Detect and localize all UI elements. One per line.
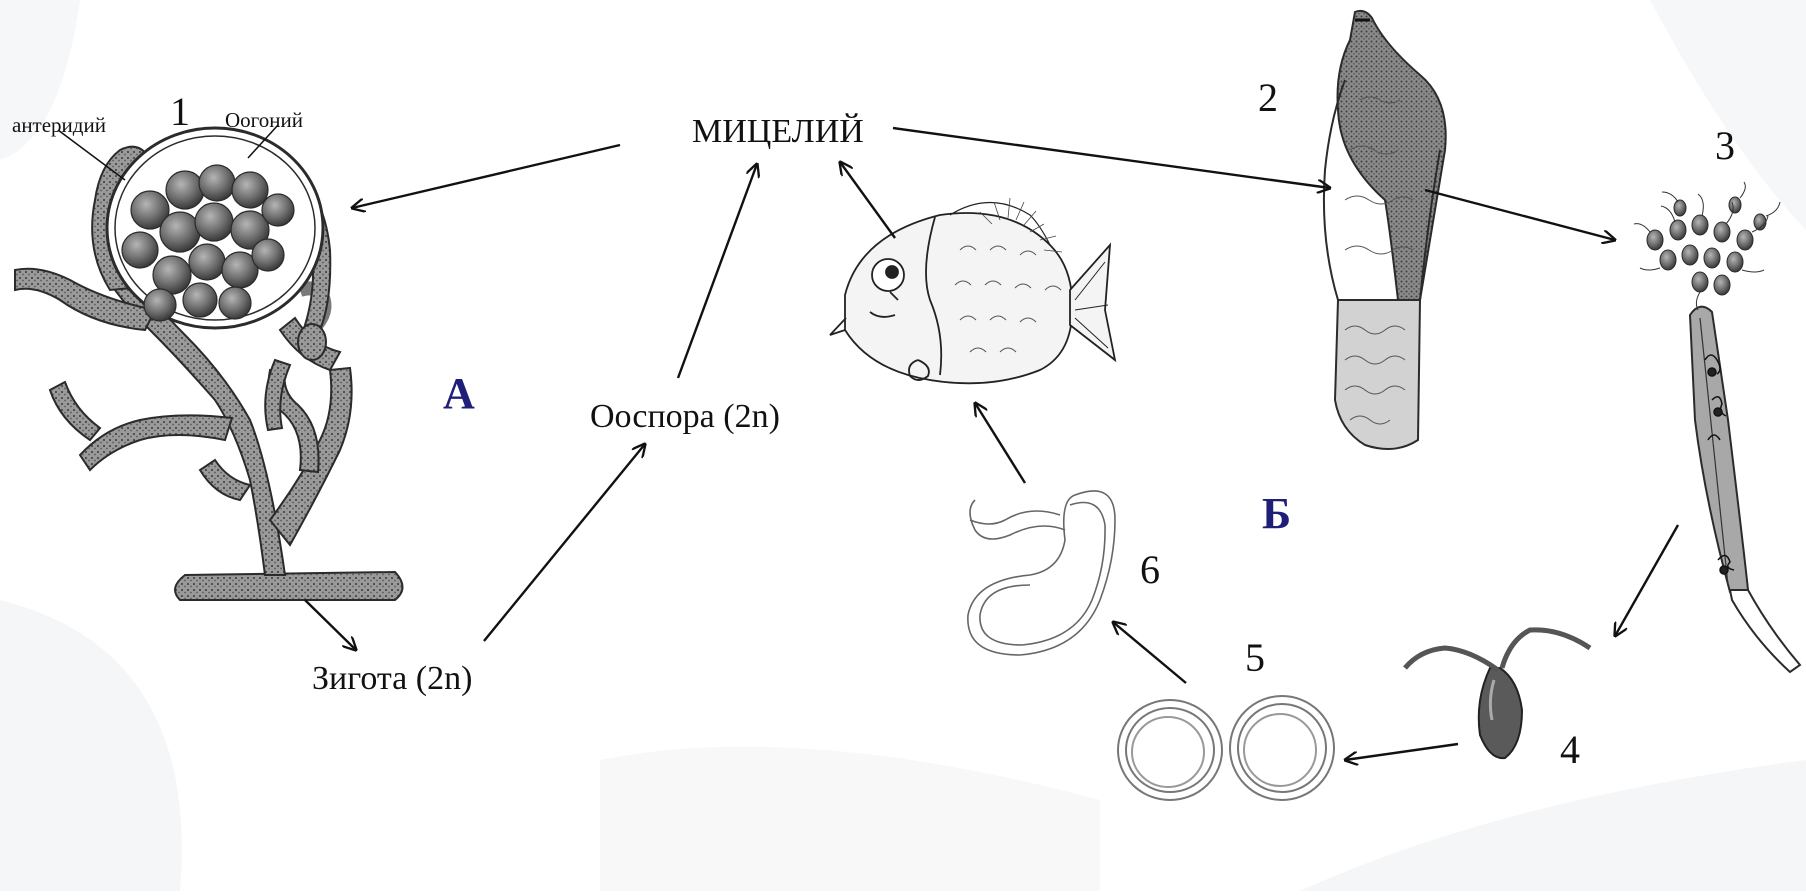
stage-number-3: 3: [1715, 126, 1735, 166]
antheridium-label: антеридий: [12, 115, 106, 136]
arrow-sporangium-to-cyst: [1615, 525, 1678, 636]
zygote-label: Зигота (2n): [312, 662, 472, 696]
stage-number-1: 1: [170, 92, 190, 132]
arrow-cyst-to-round-cysts: [1345, 744, 1458, 760]
oogonium-antheridium-figure: [15, 125, 403, 600]
oospore-label: Ооспора (2n): [590, 400, 780, 434]
arrow-fish-to-mycelium: [840, 162, 895, 238]
stage-number-2: 2: [1258, 78, 1278, 118]
stage-number-6: 6: [1140, 550, 1160, 590]
released-zoospores: [1647, 197, 1766, 295]
arrow-mycelium-to-oogonium: [352, 145, 620, 208]
zoosporangium-figure: [1324, 11, 1446, 449]
sporangium-release-figure: [1634, 182, 1800, 672]
cysts-figure: [1118, 696, 1334, 800]
bean-zoospore-figure: [968, 491, 1115, 655]
stage-number-4: 4: [1560, 730, 1580, 770]
letter-a-label: А: [443, 372, 475, 416]
arrow-oogonium-to-zygote: [305, 600, 356, 650]
arrow-zygote-to-oospore: [484, 444, 645, 641]
arrow-oospore-to-mycelium: [678, 164, 757, 378]
fish-figure: [830, 198, 1115, 383]
arrow-zoospore-to-fish: [975, 403, 1025, 483]
oogonium-label: Оогоний: [225, 110, 303, 131]
oogonium: [107, 128, 323, 328]
arrow-round-cysts-to-zoospore: [1113, 622, 1186, 683]
arrow-sporangium-to-zoospores: [1425, 190, 1615, 240]
arrow-mycelium-to-sporangium: [893, 128, 1330, 188]
mycelium-label: МИЦЕЛИЙ: [692, 115, 864, 149]
stage-number-5: 5: [1245, 638, 1265, 678]
letter-b-label: Б: [1262, 492, 1291, 536]
